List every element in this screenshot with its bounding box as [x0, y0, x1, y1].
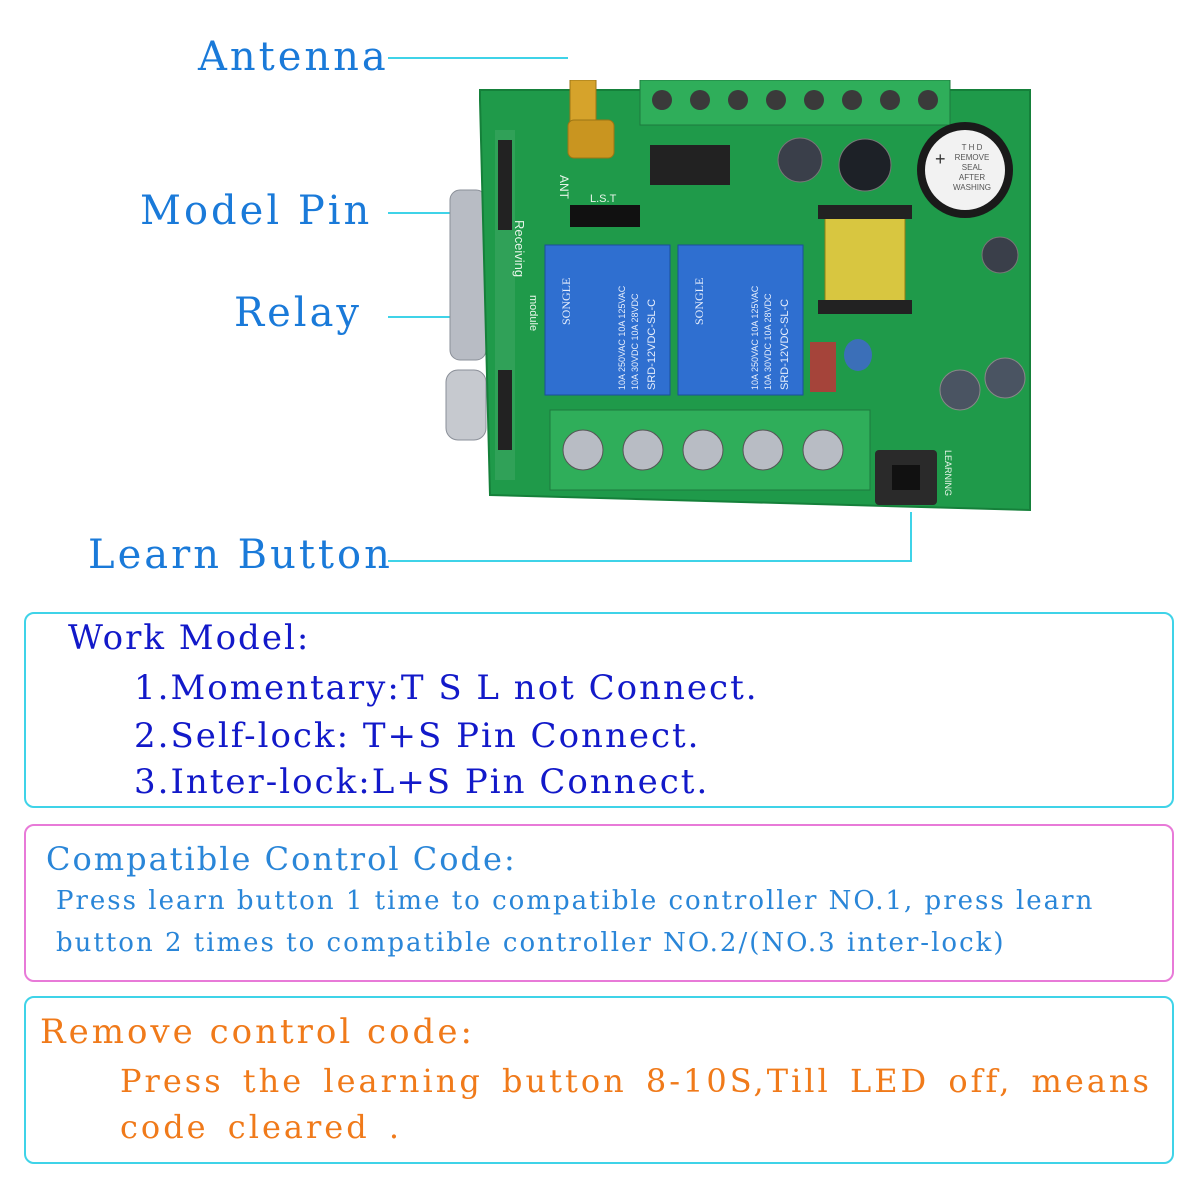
relay-1: SONGLE SRD-12VDC-SL-C 10A 250VAC 10A 125… [544, 244, 671, 396]
buzzer-line: REMOVE [955, 153, 990, 162]
antenna-leader-line [388, 57, 568, 59]
work-model-line-3: 3.Inter-lock:L+S Pin Connect. [134, 762, 710, 802]
buzzer-plus: + [935, 149, 946, 169]
learn-button-leader-vertical [910, 512, 912, 562]
work-model-line-1: 1.Momentary:T S L not Connect. [134, 668, 759, 708]
remove-code-box [24, 996, 1174, 1164]
svg-text:10A 250VAC 10A 125VAC: 10A 250VAC 10A 125VAC [750, 285, 760, 390]
compatible-code-box [24, 824, 1174, 982]
capacitor [777, 137, 823, 183]
svg-text:SONGLE: SONGLE [692, 278, 706, 325]
receiver-board-image: ANT + T H D REMOVE SEAL AFTER WASHING L.… [445, 80, 1031, 512]
buzzer-line: WASHING [953, 183, 991, 192]
module-silkscreen: module [527, 295, 539, 331]
svg-text:10A 30VDC 10A 28VDC: 10A 30VDC 10A 28VDC [763, 293, 773, 390]
learn-button-callout: Learn Button [88, 532, 393, 578]
transformer [824, 209, 906, 311]
svg-text:SRD-12VDC-SL-C: SRD-12VDC-SL-C [779, 299, 791, 390]
relay-2: SONGLE SRD-12VDC-SL-C 10A 250VAC 10A 125… [677, 244, 804, 396]
work-model-heading: Work Model: [68, 618, 311, 658]
receiving-silkscreen: Receiving [512, 220, 527, 277]
compatible-code-text: Press learn button 1 time to compatible … [56, 886, 1095, 958]
model-pin-header [570, 205, 640, 227]
model-pin-callout: Model Pin [140, 188, 373, 234]
capacitor [838, 138, 892, 192]
buzzer-line: SEAL [962, 163, 983, 172]
ic-chip [650, 145, 730, 185]
top-terminal-block [639, 80, 951, 126]
buzzer-line: T H D [962, 143, 983, 152]
compatible-code-heading: Compatible Control Code: [46, 840, 517, 878]
svg-text:10A 30VDC 10A 28VDC: 10A 30VDC 10A 28VDC [630, 293, 640, 390]
work-model-box [24, 612, 1174, 808]
remove-code-heading: Remove control code: [40, 1012, 475, 1052]
relay-callout: Relay [234, 290, 363, 336]
buzzer-line: AFTER [959, 173, 985, 182]
svg-text:SONGLE: SONGLE [559, 278, 573, 325]
antenna-connector [567, 80, 615, 159]
left-pin-header [498, 140, 512, 450]
learn-button-leader-line [388, 560, 912, 562]
work-model-line-2: 2.Self-lock: T+S Pin Connect. [134, 716, 701, 756]
lst-silkscreen: L.S.T [590, 193, 617, 205]
svg-text:SRD-12VDC-SL-C: SRD-12VDC-SL-C [646, 299, 658, 390]
db-connector [449, 189, 487, 361]
db-connector-lower [445, 369, 487, 441]
antenna-callout: Antenna [198, 34, 389, 80]
svg-text:10A 250VAC 10A 125VAC: 10A 250VAC 10A 125VAC [617, 285, 627, 390]
remove-code-text: Press the learning button 8-10S,Till LED… [120, 1062, 1152, 1146]
learning-silkscreen: LEARNING [943, 450, 953, 496]
ant-silkscreen: ANT [557, 175, 571, 200]
